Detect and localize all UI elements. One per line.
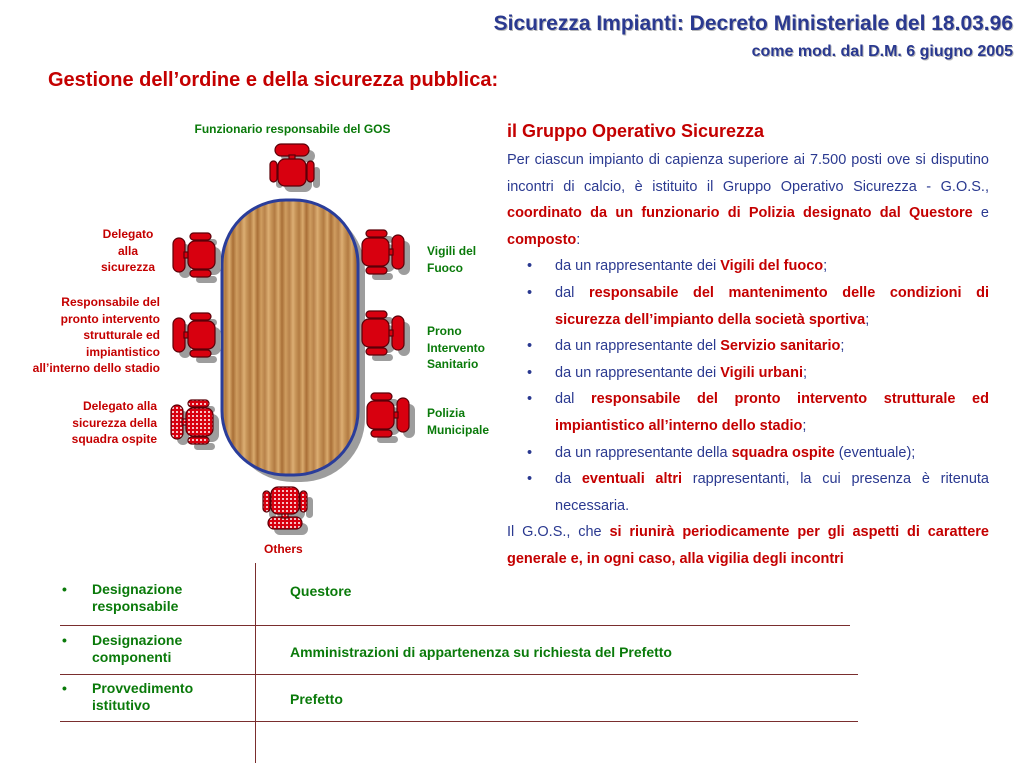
highlighted-text: squadra ospite <box>731 444 835 461</box>
text-segment: ; <box>802 364 808 381</box>
list-item: • da un rappresentante della squadra ospi… <box>527 440 989 467</box>
list-item-text: da un rappresentante del Servizio sanita… <box>555 338 844 354</box>
highlighted-text: Vigili urbani <box>720 364 803 381</box>
bullet: • <box>527 444 533 461</box>
bullet: • <box>527 284 533 301</box>
text-segment: dal <box>555 391 591 408</box>
chair-structural-response <box>172 312 221 363</box>
bullet: • <box>527 391 533 408</box>
label-medical-service: Prono Intervento Sanitario <box>427 324 486 371</box>
list-item: • dal responsabile del pronto intervento … <box>527 386 989 439</box>
row-label-text: Provvedimento istitutivo <box>92 680 194 713</box>
table-divider <box>60 721 858 722</box>
chair-guest-team-delegate <box>170 399 219 450</box>
highlighted-text: composto <box>507 231 577 248</box>
bullet: • <box>527 364 533 381</box>
text-segment: da un rappresentante del <box>555 338 721 355</box>
highlighted-text: responsabile del pronto intervento strut… <box>555 391 989 434</box>
highlighted-text: Servizio sanitario <box>720 338 841 355</box>
chair-others <box>262 486 313 535</box>
row-label-text: Designazione componenti <box>92 632 183 665</box>
text-segment: ; <box>802 417 807 434</box>
list-item: • dal responsabile del mantenimento delle… <box>527 280 989 333</box>
list-item: • da un rappresentante dei Vigili urbani; <box>527 360 989 387</box>
list-item-text: da un rappresentante della squadra ospit… <box>555 445 915 461</box>
text-segment: ; <box>840 338 845 355</box>
list-item-text: dal responsabile del mantenimento delle … <box>555 285 989 328</box>
label-fire-brigade: Vigili del Fuoco <box>427 244 477 275</box>
label-others: Others <box>264 542 303 556</box>
bullet: • <box>527 471 533 488</box>
table-row-value: Questore <box>290 583 352 599</box>
label-municipal-police: Polizia Municipale <box>427 406 490 437</box>
slide-title: Sicurezza Impianti: Decreto Ministeriale… <box>493 12 1013 35</box>
highlighted-text: responsabile del mantenimento delle cond… <box>555 284 990 328</box>
list-item: • da un rappresentante dei Vigili del fuo… <box>527 253 989 280</box>
bullet: • <box>62 632 67 648</box>
table-divider-vertical <box>255 563 256 763</box>
text-segment: dal <box>555 284 589 301</box>
chair-municipal-police <box>366 392 415 443</box>
bullet: • <box>527 338 533 355</box>
list-item-text: da un rappresentante dei Vigili urbani; <box>555 365 807 381</box>
label-gos-coordinator: Funzionario responsabile del GOS <box>194 122 391 136</box>
text-segment: (eventuale); <box>834 444 916 461</box>
list-item-text: da eventuali altri rappresentanti, la cu… <box>555 471 989 514</box>
bullet: • <box>62 680 67 696</box>
table-divider <box>60 625 850 626</box>
composition-list: • da un rappresentante dei Vigili del fuo… <box>507 253 989 519</box>
row-label-text: Designazione responsabile <box>92 581 183 614</box>
highlighted-text: coordinato da un funzionario di Polizia … <box>507 205 973 222</box>
label-safety-delegate: Delegato alla sicurezza <box>100 227 156 274</box>
closing-paragraph: Il G.O.S., che si riunirà periodicamente… <box>507 519 989 572</box>
section-heading: Gestione dell’ordine e della sicurezza p… <box>48 69 499 91</box>
list-item-text: dal responsabile del pronto intervento s… <box>555 391 989 434</box>
intro-paragraph: Per ciascun impianto di capienza superio… <box>507 147 989 253</box>
label-guest-team-delegate: Delegato alla sicurezza della squadra os… <box>71 399 157 446</box>
chair-fire-brigade <box>361 229 410 280</box>
highlighted-text: si riunirà periodicamente per gli aspett… <box>507 524 989 567</box>
list-item: • da un rappresentante del Servizio sanit… <box>527 333 989 360</box>
seating-diagram <box>170 143 415 535</box>
bullet: • <box>62 581 67 597</box>
text-segment: da un rappresentante dei <box>555 258 721 275</box>
label-structural-response: Responsabile del pronto intervento strut… <box>32 295 160 375</box>
gos-title: il Gruppo Operativo Sicurezza <box>507 121 765 141</box>
bullet: • <box>527 258 533 275</box>
text-segment: ; <box>823 258 828 275</box>
table-divider <box>60 674 858 675</box>
text-segment: e <box>972 205 989 222</box>
text-segment: da un rappresentante dei <box>555 364 721 381</box>
table-row-value: Prefetto <box>290 691 343 707</box>
list-item-text: da un rappresentante dei Vigili del fuoc… <box>555 258 827 274</box>
slide-subtitle: come mod. dal D.M. 6 giugno 2005 <box>751 43 1013 60</box>
text-segment: : <box>576 231 581 248</box>
table-row-value: Amministrazioni di appartenenza su richi… <box>290 644 672 660</box>
text-segment: da un rappresentante della <box>555 444 732 461</box>
text-segment: da <box>555 471 582 488</box>
text-segment: Il G.O.S., che <box>507 524 610 541</box>
chair-safety-delegate <box>172 232 221 283</box>
chair-gos-coordinator <box>269 143 320 192</box>
text-segment: ; <box>865 311 870 328</box>
text-segment: Per ciascun impianto di capienza superio… <box>507 152 989 195</box>
highlighted-text: Vigili del fuoco <box>720 258 824 275</box>
gos-description: Per ciascun impianto di capienza superio… <box>507 147 989 573</box>
list-item: • da eventuali altri rappresentanti, la c… <box>527 466 989 519</box>
text-segment: rappresentanti, la cui presenza è ritenu… <box>555 471 989 514</box>
highlighted-text: eventuali altri <box>581 471 683 488</box>
chair-medical-service <box>361 310 410 361</box>
meeting-table <box>220 198 365 482</box>
